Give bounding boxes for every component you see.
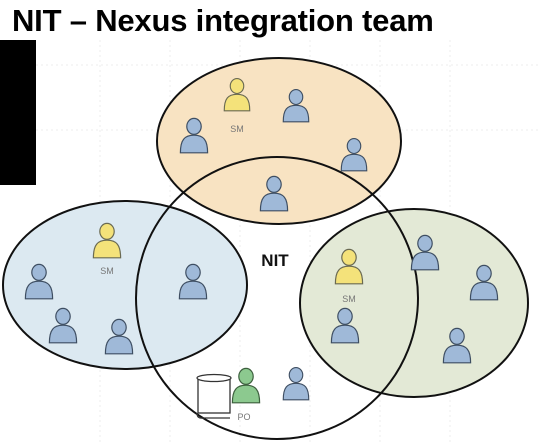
po-label: PO — [237, 412, 250, 422]
person-icon — [231, 367, 261, 404]
nit-circle — [135, 156, 419, 440]
slide-title: NIT – Nexus integration team — [12, 3, 434, 38]
scroll-icon — [196, 373, 232, 419]
person-icon — [282, 366, 310, 401]
sm-label-left: SM — [100, 266, 114, 276]
left-accent-bar — [0, 40, 36, 185]
sm-label-right: SM — [342, 294, 356, 304]
team-right-ellipse — [299, 208, 529, 398]
sm-label-top: SM — [230, 124, 244, 134]
team-top-ellipse — [156, 57, 402, 225]
nit-label: NIT — [261, 251, 289, 270]
